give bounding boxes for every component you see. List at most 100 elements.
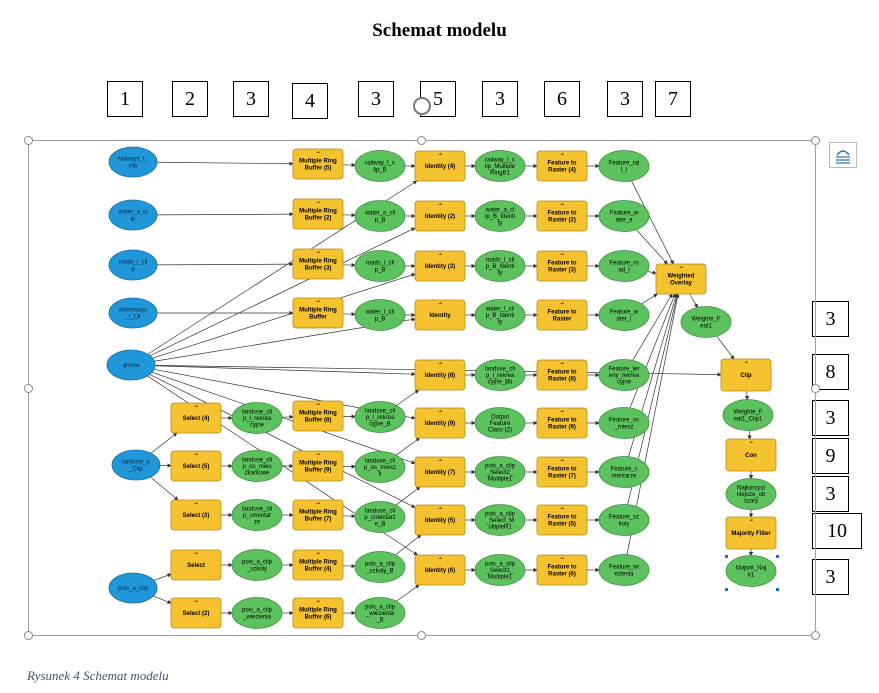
node-waterl-b[interactable]: water_l_clip_B — [354, 299, 406, 331]
node-f-wi[interactable]: Feature_wiezienia — [598, 554, 650, 586]
resize-handle-right[interactable] — [811, 384, 820, 393]
node-gmina[interactable]: gmina — [106, 349, 156, 381]
node-roads-b[interactable]: roads_l_clip_B — [354, 250, 406, 282]
node-waterways-in[interactable]: waterways_l_Cli — [108, 297, 158, 329]
node-water-id[interactable]: water_a_clip_B_Identity — [474, 200, 526, 232]
node-pois-wi[interactable]: pois_a_clip_wiezienia — [231, 597, 283, 629]
node-label-line: Select (2) — [183, 611, 210, 617]
node-sel[interactable]: Select — [170, 549, 222, 581]
node-pois-in[interactable]: pois_a_clip — [108, 572, 158, 604]
node-sel2[interactable]: Select (2) — [170, 597, 222, 629]
node-con[interactable]: Con — [725, 438, 777, 472]
hammer-icon — [316, 300, 320, 302]
resize-handle-top-left[interactable] — [24, 136, 33, 145]
node-roads-in[interactable]: roads_l_clip — [108, 249, 158, 281]
node-railways-in[interactable]: railways_l_clip — [108, 146, 158, 178]
resize-handle-bottom-left[interactable] — [24, 631, 33, 640]
node-sel3[interactable]: Select (3) — [170, 499, 222, 531]
node-f-rail[interactable]: Feature_rail_l — [598, 150, 650, 182]
node-label-line: _Select_M — [485, 518, 514, 524]
node-label-line: Weighted — [668, 274, 695, 280]
node-f-road[interactable]: Feature_road_l — [598, 250, 650, 282]
node-majf[interactable]: Majority Filter — [725, 516, 777, 550]
node-id5[interactable]: Identity (5) — [414, 504, 466, 536]
node-f-waterl[interactable]: Feature_water_l — [598, 299, 650, 331]
node-label-line: ater_l — [616, 316, 631, 322]
node-id4[interactable]: Identity (4) — [414, 150, 466, 182]
node-id9[interactable]: Identity (9) — [414, 407, 466, 439]
node-id2[interactable]: Identity (2) — [414, 200, 466, 232]
node-id[interactable]: Identity — [414, 299, 466, 331]
node-label-line: cyjne_B — [369, 422, 390, 428]
node-landuse-in[interactable]: landuse_a_Clip — [111, 449, 161, 481]
rotate-handle-icon[interactable] — [413, 97, 431, 115]
node-pois-sz[interactable]: pois_a_clip_szkoly — [231, 549, 283, 581]
resize-handle-left[interactable] — [24, 384, 33, 393]
node-o-sel1[interactable]: pois_a_clip_Select1_Multiple1 — [474, 554, 526, 586]
node-id7[interactable]: Identity (7) — [414, 456, 466, 488]
layout-options-icon[interactable] — [829, 142, 857, 168]
node-clip[interactable]: Clip — [720, 358, 772, 392]
node-f-os[interactable]: Feature_os_miesz — [598, 407, 650, 439]
node-pois-sz-b[interactable]: pois_a_clip_szkoly_B — [354, 551, 406, 583]
node-railway-b[interactable]: railway_l_clip_B — [354, 150, 406, 182]
output-shape — [354, 401, 406, 433]
node-f-water[interactable]: Feature_water_a — [598, 200, 650, 232]
resize-handle-bottom-right[interactable] — [811, 631, 820, 640]
node-id3[interactable]: Identity (3) — [414, 250, 466, 282]
resize-handle-top-right[interactable] — [811, 136, 820, 145]
node-id8[interactable]: Identity (8) — [414, 359, 466, 391]
node-label-line: Multiple Ring — [299, 560, 337, 566]
node-water-in[interactable]: water_a_clip — [108, 199, 158, 231]
node-sel4[interactable]: Select (4) — [170, 402, 222, 434]
node-f-sz[interactable]: Feature_szkoly — [598, 504, 650, 536]
node-id6[interactable]: Identity (6) — [414, 554, 466, 586]
node-label-line: eat1 — [700, 323, 712, 329]
resize-handle-bottom[interactable] — [417, 631, 426, 640]
tool-shape — [170, 549, 222, 581]
node-o-sel2[interactable]: pois_a_clip_Select2_Multiple1 — [474, 456, 526, 488]
node-label-line: ty — [498, 221, 503, 227]
node-waterl-id[interactable]: water_l_clip_B_Identity — [474, 299, 526, 331]
node-roads-id[interactable]: roads_l_clip_B_Identity — [474, 250, 526, 282]
node-sel5[interactable]: Select (5) — [170, 450, 222, 482]
resize-handle-top[interactable] — [417, 136, 426, 145]
node-water-b[interactable]: water_a_clip_B — [354, 200, 406, 232]
node-pois-wi-b[interactable]: pois_a_clip_wiezienia_B — [354, 597, 406, 629]
